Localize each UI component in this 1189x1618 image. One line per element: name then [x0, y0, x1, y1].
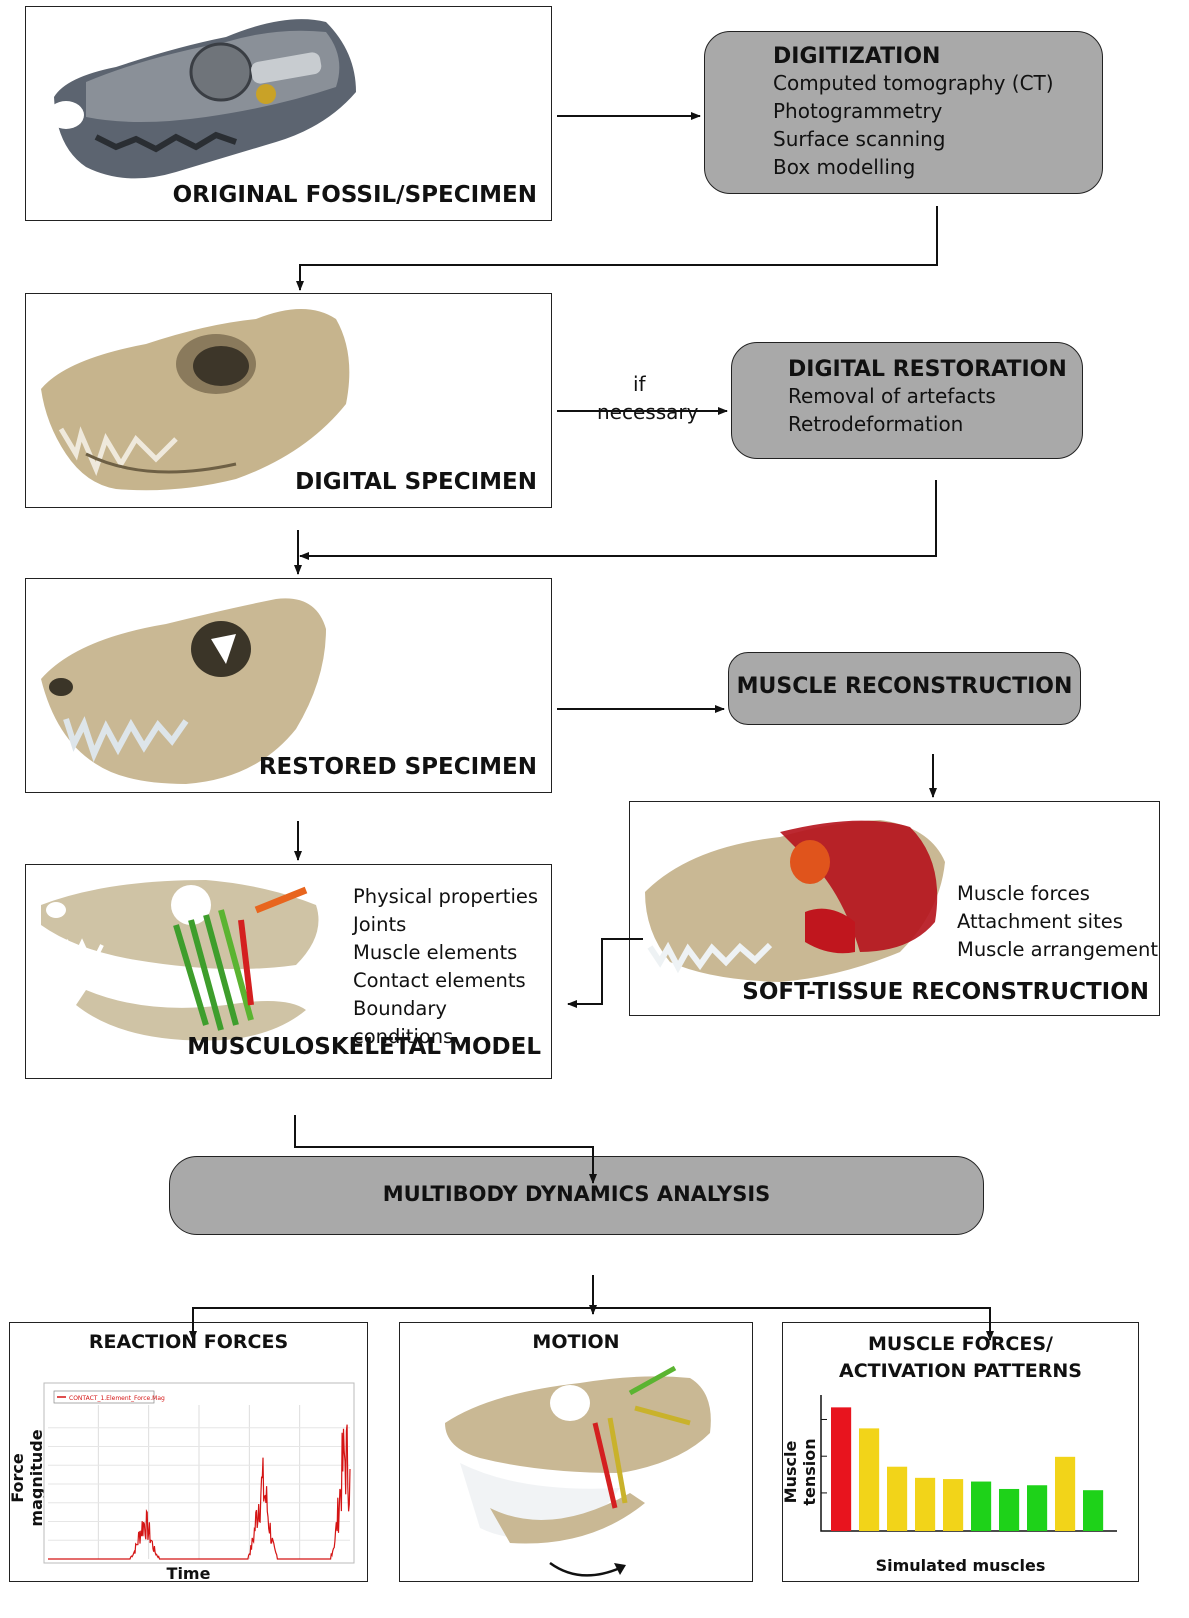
original-specimen-panel: ORIGINAL FOSSIL/SPECIMEN	[25, 6, 552, 221]
muscle-reconstruction-title: MUSCLE RECONSTRUCTION	[736, 674, 1073, 699]
muscle-bar-8	[1027, 1485, 1048, 1531]
muscle-bar-3	[887, 1466, 908, 1531]
soft-tissue-item: Muscle arrangement	[957, 938, 1158, 961]
reaction-force-chart: CONTACT_1.Element_Force.Mag	[43, 1382, 355, 1564]
muscle-bar-9	[1055, 1456, 1076, 1531]
reaction-legend-text: CONTACT_1.Element_Force.Mag	[69, 1395, 165, 1402]
fossil-skull-image	[48, 19, 356, 179]
simulated-muscles-label: Simulated muscles	[875, 1556, 1046, 1575]
muscle-forces-title-line2: ACTIVATION PATTERNS	[839, 1360, 1082, 1382]
tension-axis-label: Muscle tension	[781, 1438, 819, 1506]
motion-skull-image	[445, 1365, 711, 1577]
msk-item: Physical properties	[353, 885, 539, 908]
reaction-force-series	[48, 1424, 351, 1560]
muscle-bar-1	[831, 1407, 852, 1531]
muscle-forces-panel: MUSCLE FORCES/ ACTIVATION PATTERNS Muscl…	[781, 1322, 1139, 1582]
muscle-forces-title-line1: MUSCLE FORCES/	[868, 1333, 1053, 1355]
digital-specimen-panel: DIGITAL SPECIMEN	[25, 293, 552, 508]
muscle-bar-7	[999, 1488, 1020, 1531]
soft-tissue-title: SOFT-TISSUE RECONSTRUCTION	[742, 979, 1149, 1005]
multibody-dynamics-title: MULTIBODY DYNAMICS ANALYSIS	[382, 1182, 771, 1206]
msk-item: Joints	[353, 913, 407, 936]
digitization-item: Photogrammetry	[773, 99, 943, 123]
muscle-bar-5	[943, 1479, 964, 1531]
multibody-dynamics-box: MULTIBODY DYNAMICS ANALYSIS	[169, 1156, 984, 1235]
necessary-label: necessary	[597, 400, 699, 424]
soft-tissue-item: Attachment sites	[957, 910, 1123, 933]
restoration-item: Removal of artefacts	[788, 384, 996, 408]
restored-skull-image	[41, 598, 326, 784]
digital-specimen-title: DIGITAL SPECIMEN	[295, 469, 537, 495]
soft-tissue-panel: Muscle forces Attachment sites Muscle ar…	[629, 801, 1160, 1016]
original-specimen-title: ORIGINAL FOSSIL/SPECIMEN	[172, 182, 537, 208]
digitization-item: Surface scanning	[773, 127, 946, 151]
restored-specimen-panel: RESTORED SPECIMEN	[25, 578, 552, 793]
digital-restoration-box: DIGITAL RESTORATION Removal of artefacts…	[731, 342, 1083, 459]
muscle-bar-10	[1083, 1490, 1104, 1531]
musculoskeletal-model-title: MUSCULOSKELETAL MODEL	[187, 1034, 541, 1060]
digitization-title: DIGITIZATION	[773, 44, 941, 69]
msk-item: Contact elements	[353, 969, 526, 992]
soft-tissue-item: Muscle forces	[957, 882, 1090, 905]
msk-item: Muscle elements	[353, 941, 518, 964]
msk-item: Boundary conditions	[353, 997, 454, 1048]
time-axis-label: Time	[166, 1564, 211, 1583]
digitization-item: Computed tomography (CT)	[773, 71, 1054, 95]
musculoskeletal-model-panel: Physical properties Joints Muscle elemen…	[25, 864, 552, 1079]
muscle-tension-chart	[820, 1395, 1117, 1532]
muscle-bar-2	[859, 1428, 880, 1531]
reaction-forces-panel: REACTION FORCES Force magnitude CONTACT_…	[8, 1322, 368, 1583]
restoration-item: Retrodeformation	[788, 412, 964, 436]
force-axis-label: Force magnitude	[8, 1429, 46, 1527]
soft-tissue-skull-image	[645, 820, 945, 982]
motion-title: MOTION	[532, 1331, 620, 1353]
restored-specimen-title: RESTORED SPECIMEN	[258, 754, 537, 780]
digitization-item: Box modelling	[773, 155, 916, 179]
muscle-reconstruction-box: MUSCLE RECONSTRUCTION	[728, 652, 1081, 725]
motion-panel: MOTION	[399, 1322, 753, 1582]
musculoskeletal-skull-image	[41, 880, 319, 1041]
muscle-bar-6	[971, 1481, 992, 1531]
digital-skull-image	[41, 309, 350, 491]
if-label: if	[633, 372, 646, 396]
digitization-box: DIGITIZATION Computed tomography (CT) Ph…	[704, 31, 1103, 194]
reaction-forces-title: REACTION FORCES	[88, 1331, 289, 1353]
restoration-title: DIGITAL RESTORATION	[788, 357, 1067, 382]
muscle-bar-4	[915, 1477, 936, 1531]
